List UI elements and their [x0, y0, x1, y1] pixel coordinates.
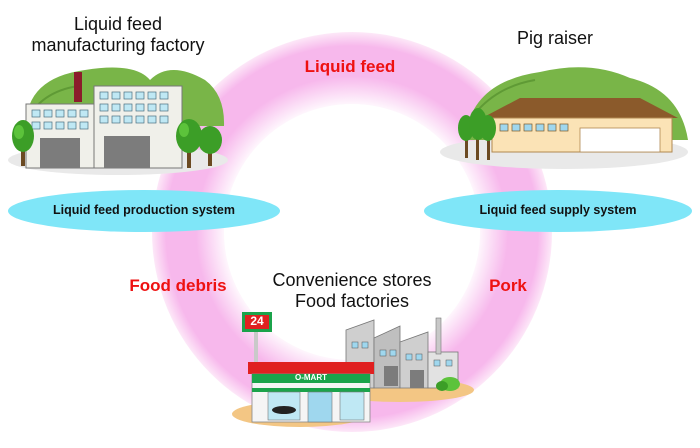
- factory-icon: [8, 67, 228, 175]
- supply-system-label: Liquid feed supply system: [479, 203, 637, 217]
- factory-label: Liquid feed manufacturing factory: [0, 14, 236, 56]
- tree-icon: [12, 120, 34, 166]
- supply-system-ellipse: [424, 190, 692, 232]
- production-system-ellipse: [8, 190, 280, 232]
- flow-label-pork: Pork: [489, 276, 527, 295]
- flow-label-food-debris: Food debris: [129, 276, 227, 295]
- tree-icon: [458, 108, 496, 160]
- stores-label-line1: Convenience stores: [272, 270, 432, 290]
- barn-icon: [440, 67, 688, 169]
- production-system-label: Liquid feed production system: [53, 203, 235, 217]
- stores-label: Convenience stores Food factories: [242, 270, 462, 312]
- factory-label-line1: Liquid feed: [73, 14, 163, 34]
- stores-label-line2: Food factories: [294, 291, 410, 312]
- tree-icon: [176, 119, 222, 168]
- pig-raiser-label: Pig raiser: [516, 28, 594, 48]
- store-24-sign: 24: [250, 314, 264, 328]
- factory-label-line2: manufacturing factory: [31, 35, 205, 56]
- store-name-sign: O-MART: [295, 373, 327, 382]
- convenience-store-icon: [232, 312, 374, 427]
- flow-label-liquid-feed: Liquid feed: [304, 57, 396, 76]
